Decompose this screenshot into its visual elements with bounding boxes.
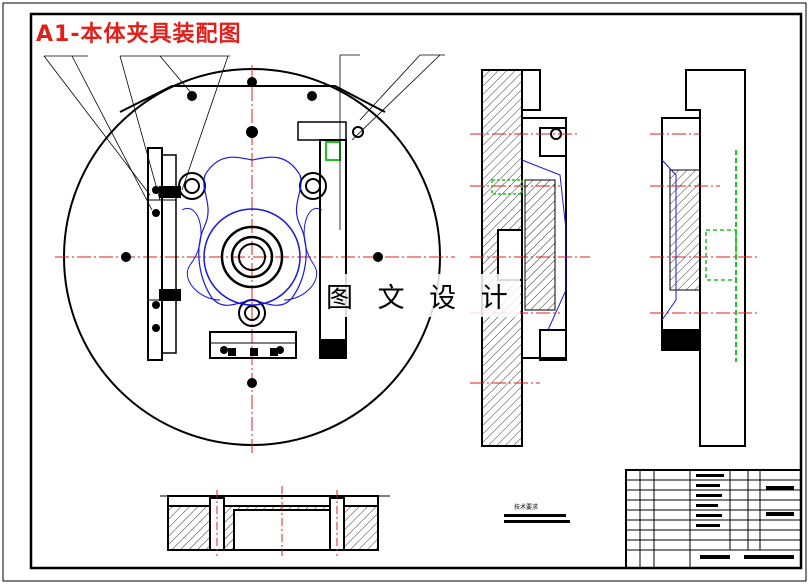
bottom-section-view xyxy=(160,486,390,556)
tech-req-line-1 xyxy=(504,514,566,517)
tech-requirements-label: 技术要求 xyxy=(514,504,539,511)
hub-ring xyxy=(220,225,284,289)
disc-outline xyxy=(63,68,441,446)
bottom-clamp-block xyxy=(209,331,297,359)
right-clamp-post xyxy=(319,139,347,359)
watermark-text: 图 文 设 计 xyxy=(322,274,520,317)
title-block xyxy=(625,469,802,569)
boss-left xyxy=(178,172,206,200)
drawing-title: A1-本体夹具装配图 xyxy=(36,22,242,47)
drawing-border xyxy=(29,12,803,570)
hub-outer xyxy=(203,208,301,306)
boss-right xyxy=(299,172,327,200)
section-view xyxy=(470,69,590,447)
front-view xyxy=(55,65,455,455)
side-view xyxy=(650,69,760,447)
leader-lines xyxy=(43,54,445,230)
tech-req-line-2 xyxy=(504,520,570,523)
